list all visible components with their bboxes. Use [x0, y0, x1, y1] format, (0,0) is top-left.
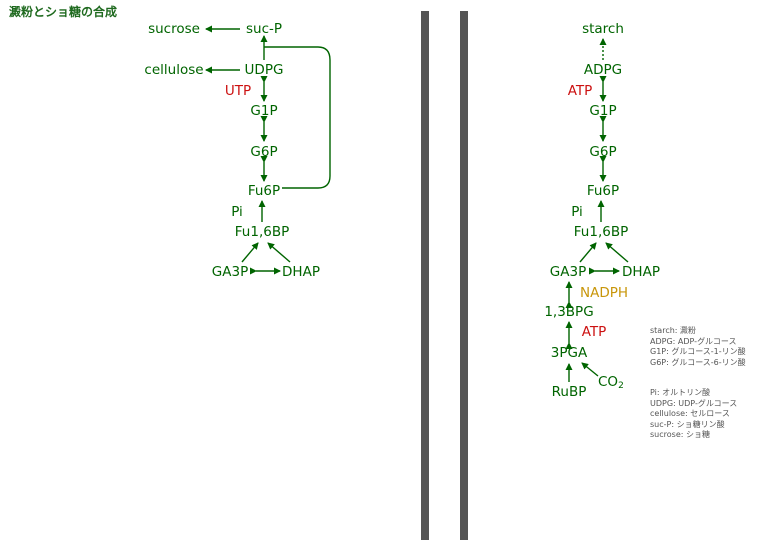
arrow-dhap-to-fu16bp-right — [605, 242, 629, 263]
left-dhap-label: DHAP — [282, 264, 320, 280]
divider-bar-right — [460, 11, 468, 540]
left-fu6p-label: Fu6P — [248, 183, 280, 199]
left-suc-p-label: suc-P — [246, 21, 282, 37]
right-atp-top-label: ATP — [568, 83, 593, 99]
left-cellulose-label: cellulose — [144, 62, 203, 78]
co2-subscript: 2 — [618, 381, 624, 391]
legend-item: ADPG: ADP-グルコース — [650, 336, 737, 346]
right-fu6p-label: Fu6P — [587, 183, 619, 199]
co2-main: CO — [598, 374, 618, 390]
arrow-ga3p-to-fu16bp — [241, 242, 259, 263]
legend-item: G6P: グルコース-6-リン酸 — [650, 357, 746, 367]
left-utp-label: UTP — [225, 83, 251, 99]
left-sucrose-label: sucrose — [148, 21, 200, 37]
legend-item: suc-P: ショ糖リン酸 — [650, 419, 725, 429]
left-udpg-label: UDPG — [245, 62, 284, 78]
legend-group-1: starch: 澱粉 ADPG: ADP-グルコース G1P: グルコース-1-… — [650, 326, 746, 368]
arrow-fu6p-to-sucp — [264, 46, 331, 189]
divider-bar-left — [421, 11, 429, 540]
page-title: 澱粉とショ糖の合成 — [9, 5, 118, 19]
right-dhap-label: DHAP — [622, 264, 660, 280]
right-g6p-label: G6P — [589, 144, 616, 160]
legend-item: Pi: オルトリン酸 — [650, 388, 711, 397]
left-g1p-label: G1P — [250, 103, 277, 119]
legend-item: starch: 澱粉 — [650, 326, 697, 335]
right-g1p-label: G1P — [589, 103, 616, 119]
right-3pga-label: 3PGA — [551, 345, 588, 361]
right-nadph-label: NADPH — [580, 285, 628, 301]
right-adpg-label: ADPG — [584, 62, 622, 78]
right-rubp-label: RuBP — [552, 384, 587, 400]
arrow-dhap-to-fu16bp — [267, 242, 291, 263]
right-pi-label: Pi — [571, 204, 583, 220]
right-ga3p-label: GA3P — [550, 264, 586, 280]
right-co2-label: CO2 — [598, 374, 624, 391]
legend-item: G1P: グルコース-1-リン酸 — [650, 347, 746, 357]
right-atp-bottom-label: ATP — [582, 324, 607, 340]
right-bpg-label: 1,3BPG — [544, 304, 593, 320]
arrow-co2-to-3pga — [581, 362, 599, 377]
left-fu16bp-label: Fu1,6BP — [235, 224, 289, 240]
legend-item: UDPG: UDP-グルコース — [650, 398, 738, 408]
right-starch-label: starch — [582, 21, 624, 37]
left-g6p-label: G6P — [250, 144, 277, 160]
legend-item: sucrose: ショ糖 — [650, 430, 710, 440]
right-fu16bp-label: Fu1,6BP — [574, 224, 628, 240]
arrow-ga3p-to-fu16bp-right — [579, 242, 597, 263]
left-ga3p-label: GA3P — [212, 264, 248, 280]
legend-group-2: Pi: オルトリン酸 UDPG: UDP-グルコース cellulose: セル… — [650, 388, 737, 441]
left-pi-label: Pi — [231, 204, 243, 220]
legend-item: cellulose: セルロース — [650, 409, 730, 419]
